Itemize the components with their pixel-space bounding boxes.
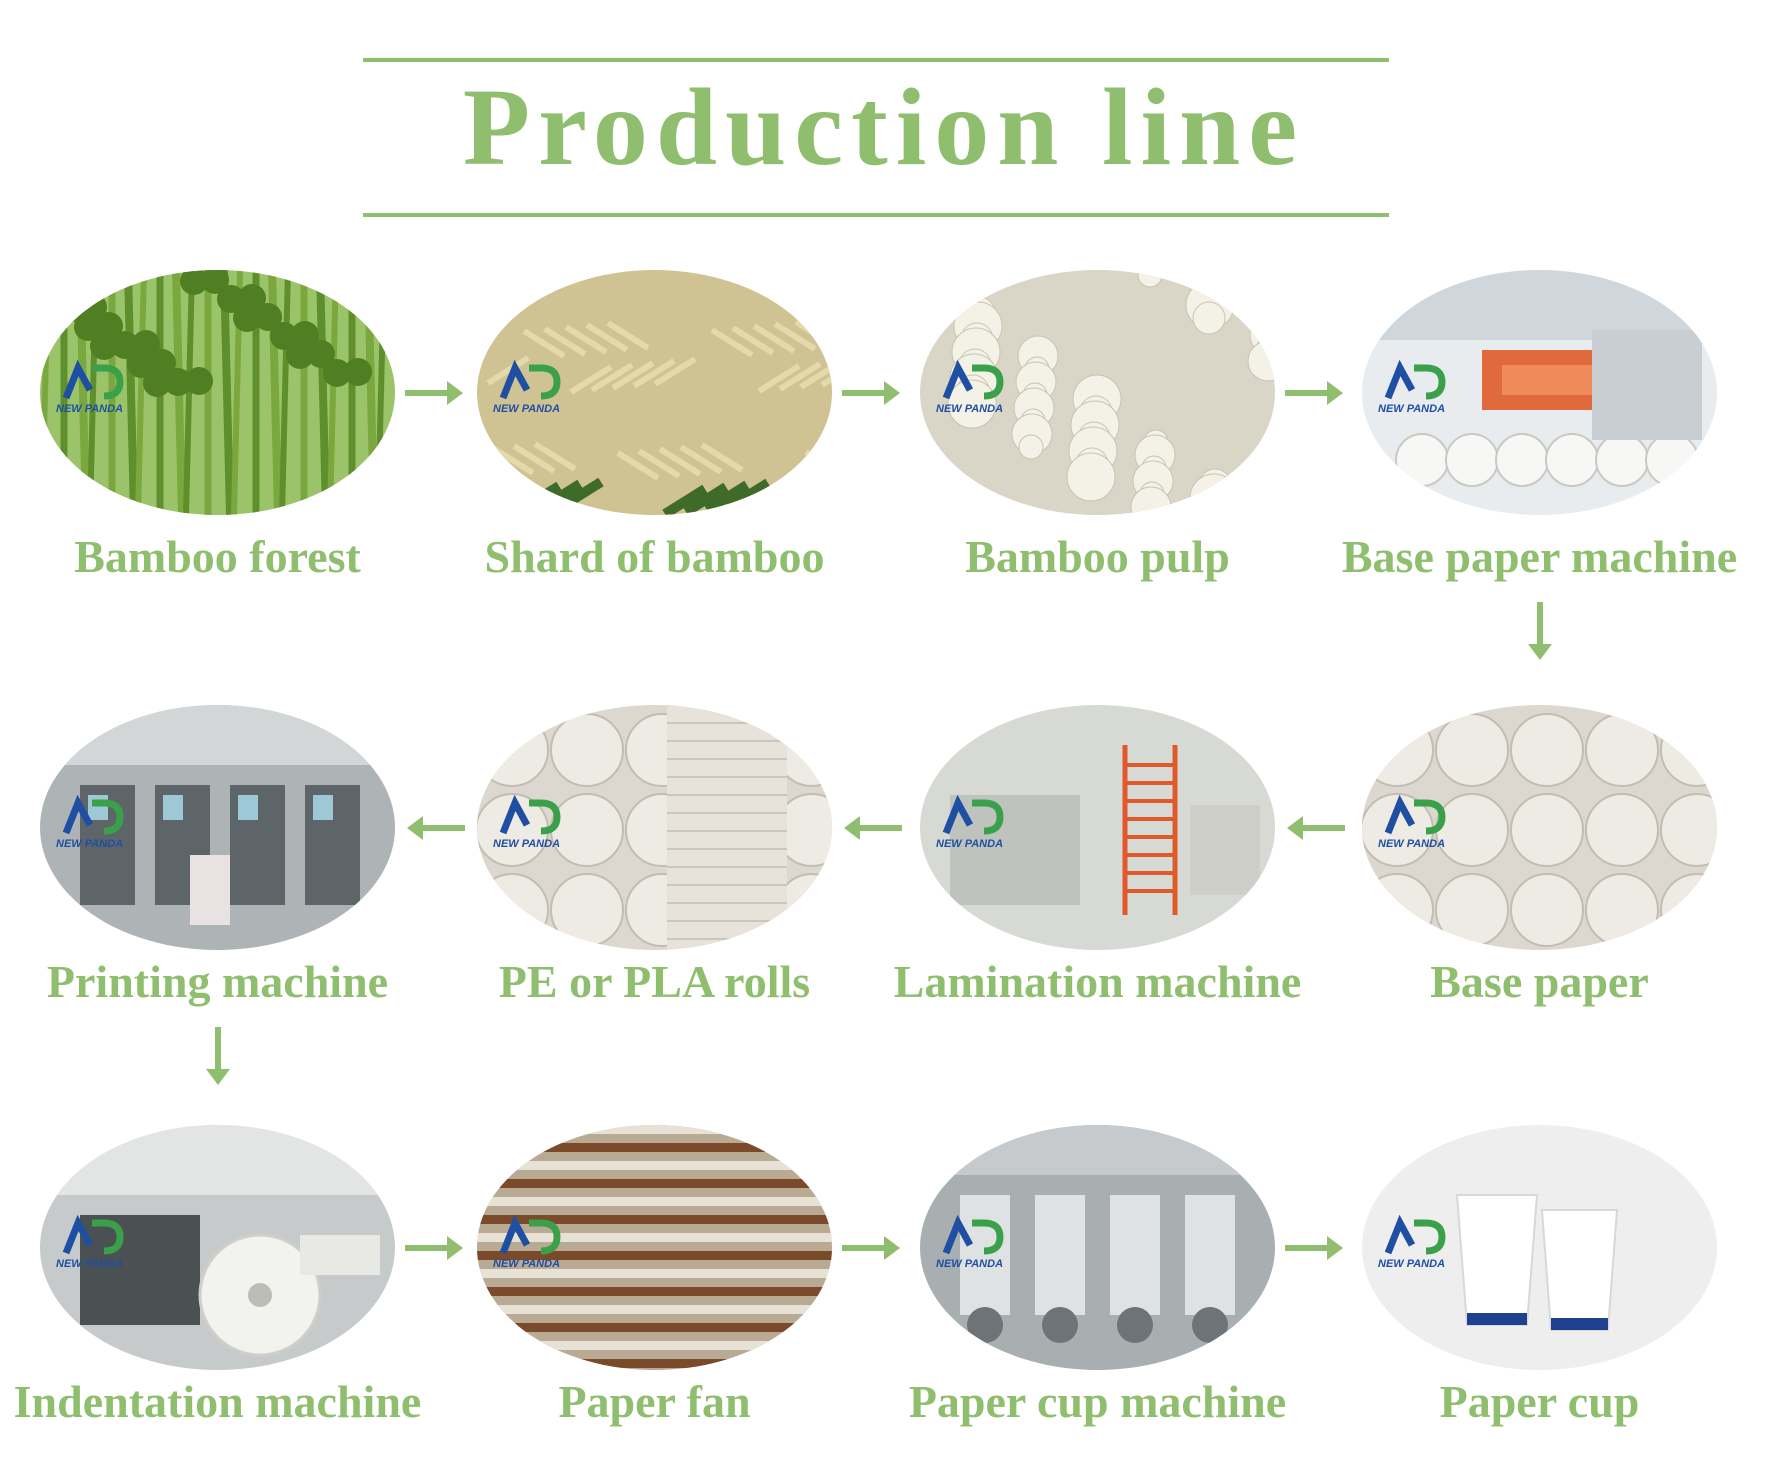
step-label: PE or PLA rolls [498, 956, 811, 1007]
new-panda-logo: NEW PANDA [936, 359, 1004, 415]
arrow-right-icon [842, 378, 902, 413]
step-label: Paper cup [1439, 1376, 1640, 1427]
svg-text:NEW PANDA: NEW PANDA [493, 1258, 560, 1270]
step-6: NEW PANDA Lamination machine [894, 705, 1301, 1015]
new-panda-logo: NEW PANDA [493, 359, 561, 415]
svg-text:NEW PANDA: NEW PANDA [56, 1258, 123, 1270]
pe-pla-rolls-photo: NEW PANDA [477, 705, 832, 950]
step-12: NEW PANDA Paper cup [1362, 1125, 1717, 1435]
new-panda-logo: NEW PANDA [936, 794, 1004, 850]
step-7: NEW PANDA PE or PLA rolls [477, 705, 832, 1015]
page-title: Production line [462, 66, 1306, 188]
new-panda-logo: NEW PANDA [1378, 794, 1446, 850]
svg-text:NEW PANDA: NEW PANDA [936, 403, 1003, 415]
step-label: Indentation machine [13, 1376, 422, 1427]
step-label: Base paper machine [1341, 531, 1738, 582]
step-label: Base paper [1430, 956, 1649, 1007]
svg-text:NEW PANDA: NEW PANDA [493, 838, 560, 850]
bamboo-shards-photo: NEW PANDA [477, 270, 832, 515]
new-panda-logo: NEW PANDA [56, 1214, 124, 1270]
arrow-down-icon [1525, 602, 1555, 667]
svg-text:NEW PANDA: NEW PANDA [1378, 1258, 1445, 1270]
step-10: NEW PANDA Paper fan [477, 1125, 832, 1435]
paper-rolls-photo: NEW PANDA [1362, 705, 1717, 950]
step-label: Paper fan [558, 1376, 751, 1427]
step-1: NEW PANDA Bamboo forest [40, 270, 395, 590]
step-2: NEW PANDA Shard of bamboo [477, 270, 832, 590]
paper-cup-machine-photo: NEW PANDA [920, 1125, 1275, 1370]
step-9: NEW PANDA Indentation machine [14, 1125, 421, 1435]
arrow-right-icon [1285, 378, 1345, 413]
step-label: Paper cup machine [908, 1376, 1287, 1427]
step-label: Bamboo pulp [965, 531, 1230, 582]
printing-machine-photo: NEW PANDA [40, 705, 395, 950]
paper-fan-photo: NEW PANDA [477, 1125, 832, 1370]
step-4: NEW PANDA Base paper machine [1342, 270, 1737, 590]
arrow-left-icon [405, 813, 465, 848]
new-panda-logo: NEW PANDA [936, 1214, 1004, 1270]
svg-text:NEW PANDA: NEW PANDA [1378, 838, 1445, 850]
step-5: NEW PANDA Base paper [1362, 705, 1717, 1015]
bamboo-pulp-photo: NEW PANDA [920, 270, 1275, 515]
new-panda-logo: NEW PANDA [1378, 1214, 1446, 1270]
new-panda-logo: NEW PANDA [493, 1214, 561, 1270]
step-label: Lamination machine [893, 956, 1302, 1007]
svg-text:NEW PANDA: NEW PANDA [56, 838, 123, 850]
arrow-right-icon [405, 1233, 465, 1268]
paper-cup-photo: NEW PANDA [1362, 1125, 1717, 1370]
arrow-right-icon [1285, 1233, 1345, 1268]
arrow-left-icon [842, 813, 902, 848]
new-panda-logo: NEW PANDA [56, 359, 124, 415]
new-panda-logo: NEW PANDA [56, 794, 124, 850]
svg-text:NEW PANDA: NEW PANDA [493, 403, 560, 415]
indentation-machine-photo: NEW PANDA [40, 1125, 395, 1370]
bamboo-forest-photo: NEW PANDA [40, 270, 395, 515]
paper-machine-photo: NEW PANDA [1362, 270, 1717, 515]
svg-text:NEW PANDA: NEW PANDA [1378, 403, 1445, 415]
step-11: NEW PANDA Paper cup machine [909, 1125, 1286, 1435]
step-label: Bamboo forest [74, 531, 361, 582]
svg-text:NEW PANDA: NEW PANDA [936, 838, 1003, 850]
arrow-right-icon [842, 1233, 902, 1268]
title-rule-top [363, 58, 1389, 62]
new-panda-logo: NEW PANDA [493, 794, 561, 850]
title-rule-bottom [363, 213, 1389, 217]
step-8: NEW PANDA Printing machine [40, 705, 395, 1015]
step-label: Printing machine [46, 956, 389, 1007]
arrow-left-icon [1285, 813, 1345, 848]
new-panda-logo: NEW PANDA [1378, 359, 1446, 415]
arrow-right-icon [405, 378, 465, 413]
lamination-machine-photo: NEW PANDA [920, 705, 1275, 950]
step-3: NEW PANDA Bamboo pulp [920, 270, 1275, 590]
svg-text:NEW PANDA: NEW PANDA [936, 1258, 1003, 1270]
step-label: Shard of bamboo [484, 531, 825, 582]
svg-text:NEW PANDA: NEW PANDA [56, 403, 123, 415]
arrow-down-icon [203, 1027, 233, 1092]
